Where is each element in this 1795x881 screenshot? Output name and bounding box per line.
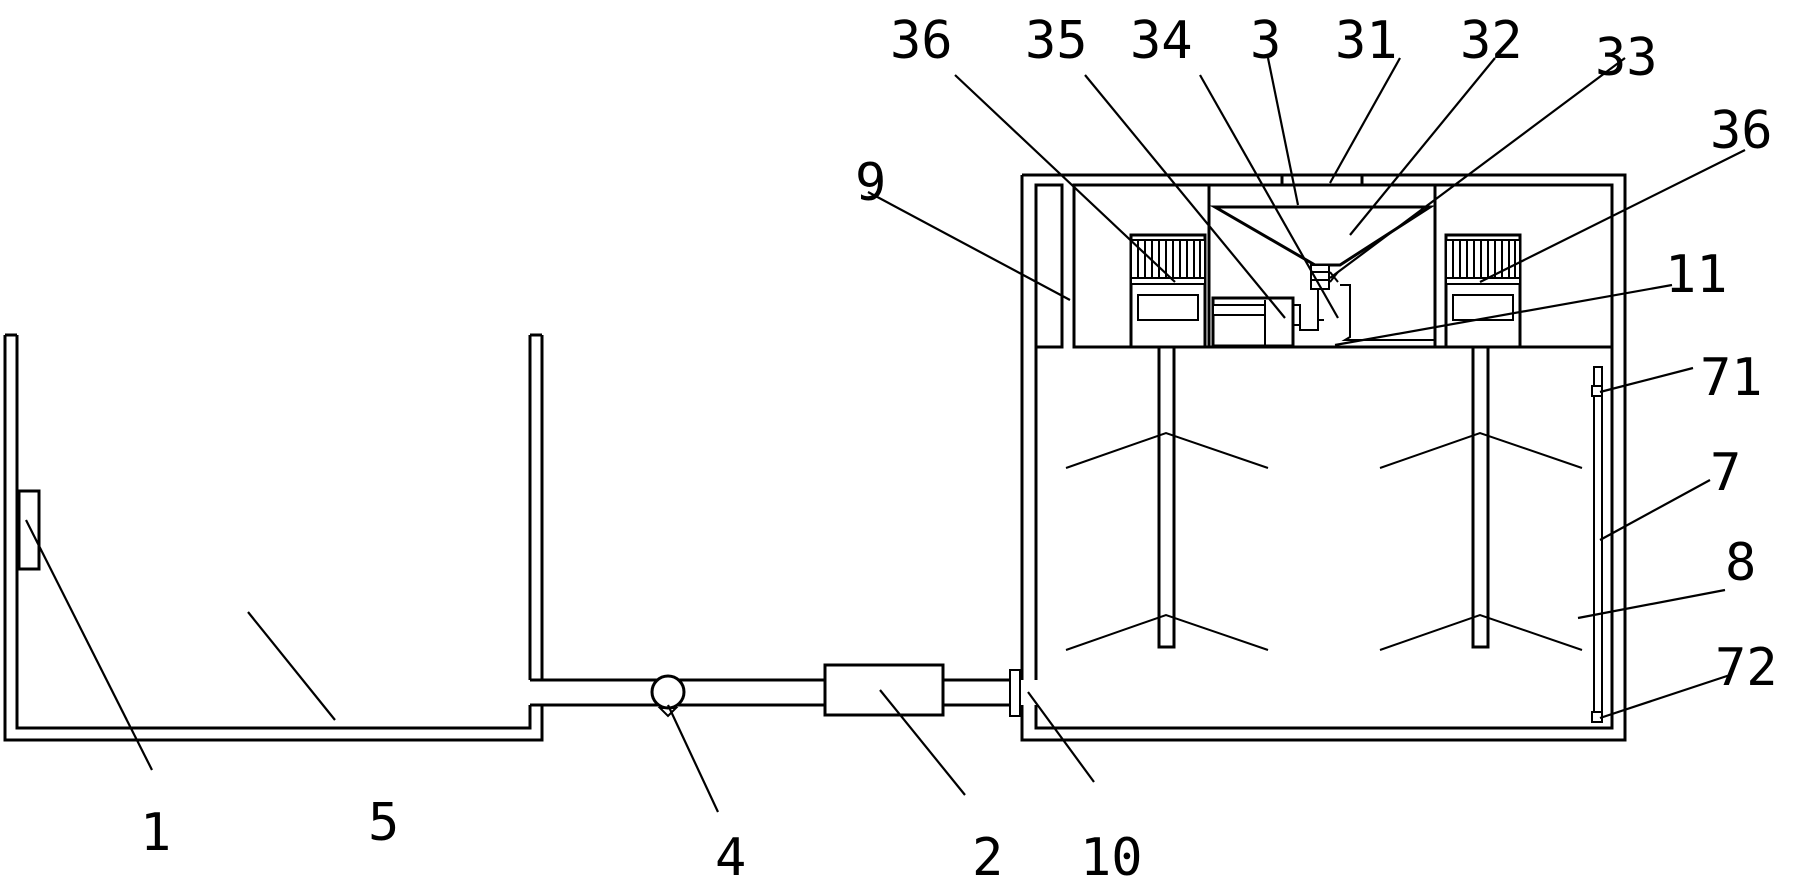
label-10: 10 — [1080, 828, 1143, 881]
leader-lines — [25, 57, 1746, 813]
label-9: 9 — [855, 153, 886, 213]
side-panel — [1034, 183, 1064, 349]
pump — [650, 674, 686, 710]
motor-left — [1129, 233, 1207, 349]
label-1: 1 — [140, 803, 171, 863]
agitator-left — [1065, 345, 1269, 651]
label-4: 4 — [715, 828, 746, 881]
label-36a: 36 — [890, 11, 953, 71]
callout-labels: 1 5 4 2 10 9 36 35 34 3 31 32 33 36 11 7… — [140, 11, 1778, 881]
motor-right — [1444, 233, 1522, 349]
label-31: 31 — [1335, 11, 1398, 71]
level-gauge — [1591, 366, 1603, 723]
left-tank — [3, 333, 544, 742]
label-11: 11 — [1665, 245, 1728, 305]
inlet-flange — [1009, 669, 1021, 717]
label-35: 35 — [1025, 11, 1088, 71]
level-sensor — [17, 489, 41, 571]
label-5: 5 — [368, 793, 399, 853]
label-33: 33 — [1595, 28, 1658, 88]
label-2: 2 — [972, 828, 1003, 881]
label-32: 32 — [1460, 11, 1523, 71]
label-71: 71 — [1700, 348, 1763, 408]
label-3: 3 — [1250, 11, 1281, 71]
label-7: 7 — [1710, 443, 1741, 503]
connecting-pipe — [530, 663, 1021, 718]
label-36b: 36 — [1710, 101, 1773, 161]
inline-unit — [823, 663, 945, 717]
agitator-right — [1379, 345, 1583, 651]
label-34: 34 — [1130, 11, 1193, 71]
label-8: 8 — [1725, 533, 1756, 593]
label-72: 72 — [1715, 638, 1778, 698]
